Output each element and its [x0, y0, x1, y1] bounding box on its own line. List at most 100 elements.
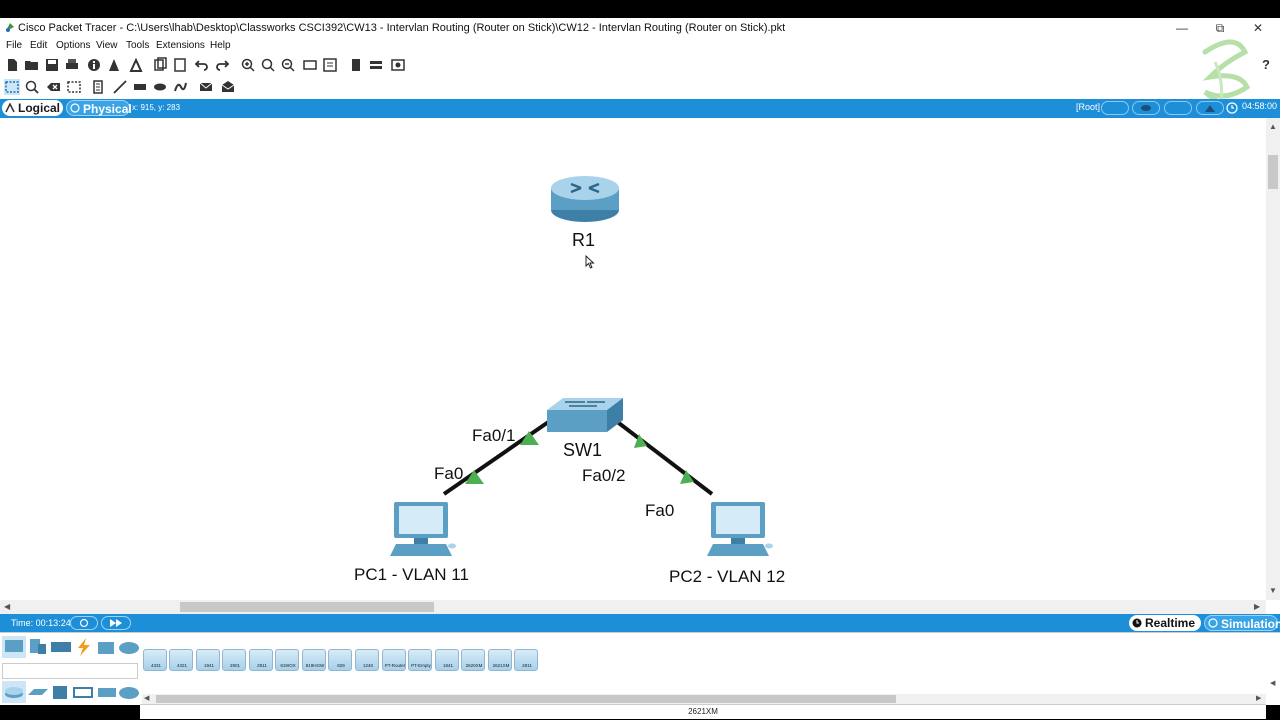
place-note-icon[interactable] [90, 79, 106, 95]
wan-emulation-subcategory-icon[interactable] [117, 681, 141, 703]
undo-icon[interactable] [194, 57, 210, 73]
delete-icon[interactable] [46, 79, 62, 95]
menu-edit[interactable]: Edit [30, 40, 48, 51]
device-scroll-right-icon[interactable]: ▶ [1256, 695, 1262, 702]
misc-category-icon[interactable] [95, 636, 119, 658]
switch-sw1-icon[interactable] [545, 396, 625, 434]
scroll-down-icon[interactable]: ▼ [1269, 586, 1277, 595]
help-button[interactable]: ? [1262, 57, 1270, 72]
device-search-field[interactable] [2, 663, 138, 679]
realtime-mode-button[interactable]: Realtime [1129, 615, 1201, 631]
hubs-subcategory-icon[interactable] [49, 681, 73, 703]
pc1-icon[interactable] [386, 500, 458, 560]
routers-subcategory-icon[interactable] [2, 681, 26, 703]
device-stack-icon[interactable] [368, 57, 384, 73]
freeform-icon[interactable] [172, 79, 188, 95]
add-complex-pdu-icon[interactable] [220, 79, 236, 95]
power-cycle-button[interactable] [70, 616, 98, 630]
multiuser-category-icon[interactable] [117, 636, 141, 658]
paste-icon[interactable] [172, 57, 188, 73]
pc2-icon[interactable] [703, 500, 775, 560]
custom-devices-icon[interactable] [322, 57, 338, 73]
model-2901[interactable]: 2901 [222, 649, 246, 671]
model-819iox[interactable]: 819IOX [275, 649, 299, 671]
menu-view[interactable]: View [96, 40, 118, 51]
end-devices-category-icon[interactable] [26, 636, 50, 658]
scroll-up-icon[interactable]: ▲ [1269, 122, 1277, 131]
screenshot-icon[interactable] [390, 57, 406, 73]
connections-category-icon[interactable] [72, 636, 96, 658]
model-1941[interactable]: 1941 [196, 649, 220, 671]
model-829[interactable]: 829 [328, 649, 352, 671]
vertical-scroll-thumb[interactable] [1268, 155, 1278, 189]
menu-options[interactable]: Options [56, 40, 91, 51]
menu-tools[interactable]: Tools [126, 40, 150, 51]
fast-forward-button[interactable] [101, 616, 131, 630]
scroll-left-icon[interactable]: ◀ [4, 602, 11, 611]
select-tool-icon[interactable] [4, 79, 20, 95]
draw-rectangle-icon[interactable] [132, 79, 148, 95]
close-icon[interactable]: ✕ [1252, 21, 1264, 35]
router-r1-icon[interactable] [549, 174, 621, 226]
root-label[interactable]: [Root] [1076, 102, 1101, 112]
info-icon[interactable] [86, 57, 102, 73]
switches-subcategory-icon[interactable] [26, 681, 50, 703]
resize-shape-icon[interactable] [66, 79, 82, 95]
model-2911[interactable]: 2911 [249, 649, 273, 671]
zoom-in-icon[interactable] [240, 57, 256, 73]
model-2621xm[interactable]: 2621XM [488, 649, 512, 671]
logical-workspace[interactable]: R1 SW1 PC1 - VLAN 11 PC2 - VLAN 12 [0, 118, 1266, 600]
open-folder-icon[interactable] [24, 57, 40, 73]
wizard-icon[interactable] [106, 57, 122, 73]
new-file-icon[interactable] [4, 57, 20, 73]
save-icon[interactable] [44, 57, 60, 73]
tab-logical[interactable]: Logical [2, 100, 63, 116]
workspace-horizontal-scrollbar[interactable]: ◀ ▶ [0, 600, 1266, 614]
redo-icon[interactable] [214, 57, 230, 73]
network-info-icon[interactable] [348, 57, 364, 73]
link-pc1-sw1[interactable] [442, 412, 562, 496]
model-4321[interactable]: 4321 [169, 649, 193, 671]
model-4331[interactable]: 4331 [143, 649, 167, 671]
model-pt-router[interactable]: PT-Router [382, 649, 406, 671]
model-pt-empty[interactable]: PT-Empty [408, 649, 432, 671]
draw-line-icon[interactable] [112, 79, 128, 95]
wireless-subcategory-icon[interactable] [72, 681, 96, 703]
add-simple-pdu-icon[interactable] [198, 79, 214, 95]
model-2620xm[interactable]: 2620XM [461, 649, 485, 671]
workspace-vertical-scrollbar[interactable]: ▲ ▼ [1266, 118, 1280, 600]
horizontal-scroll-thumb[interactable] [180, 602, 434, 612]
new-cluster-button[interactable] [1101, 101, 1129, 115]
components-category-icon[interactable] [49, 636, 73, 658]
zoom-out-icon[interactable] [280, 57, 296, 73]
copy-icon[interactable] [152, 57, 168, 73]
zoom-reset-icon[interactable] [260, 57, 276, 73]
viewport-button[interactable] [1196, 101, 1224, 115]
print-icon[interactable] [64, 57, 80, 73]
menu-help[interactable]: Help [210, 40, 231, 51]
device-list-scrollbar[interactable]: ◀ ▶ [142, 694, 1266, 704]
model-2811[interactable]: 2811 [514, 649, 538, 671]
simulation-mode-button[interactable]: Simulation [1204, 615, 1280, 631]
draw-ellipse-icon[interactable] [152, 79, 168, 95]
drawing-palette-icon[interactable] [302, 57, 318, 73]
inspect-icon[interactable] [24, 79, 40, 95]
link-sw1-pc2[interactable] [605, 412, 714, 496]
network-devices-category-icon[interactable] [2, 636, 26, 658]
menu-file[interactable]: File [6, 40, 23, 51]
restore-icon[interactable]: ⧉ [1215, 21, 1225, 35]
model-1841[interactable]: 1841 [435, 649, 459, 671]
activity-wizard-icon[interactable] [128, 57, 144, 73]
device-scroll-thumb[interactable] [156, 695, 896, 703]
security-subcategory-icon[interactable] [95, 681, 119, 703]
model-819hgw[interactable]: 819HGW [302, 649, 326, 671]
move-object-button[interactable] [1132, 101, 1160, 115]
tab-physical[interactable]: Physical [66, 100, 132, 116]
menu-extensions[interactable]: Extensions [156, 40, 205, 51]
model-1240[interactable]: 1240 [355, 649, 379, 671]
device-panel-scroll-icon[interactable]: ◀ [1270, 680, 1276, 687]
minimize-icon[interactable]: — [1176, 21, 1188, 35]
set-tiled-background-button[interactable] [1164, 101, 1192, 115]
scroll-right-icon[interactable]: ▶ [1254, 602, 1261, 611]
device-scroll-left-icon[interactable]: ◀ [144, 695, 150, 702]
